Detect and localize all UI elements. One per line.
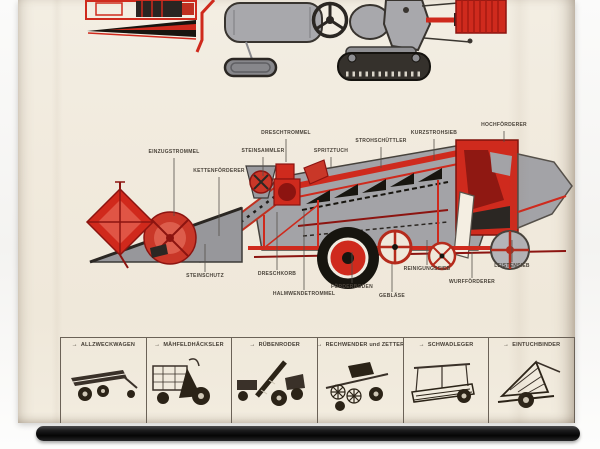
diagram-label-kurzstrohsieb: KURZSTROHSIEB [410,130,458,136]
diagram-label-halmwendetrommel: HALMWENDETROMMEL [272,291,336,297]
grain-tank [455,0,507,34]
panel-thumbnail-chopper [152,358,210,405]
jump-arrow-icon: → [71,341,78,348]
panel-label: → ALLZWECKWAGEN [72,338,135,351]
panel-thumbnail-swather [411,363,475,403]
reel [85,181,155,269]
jump-arrow-icon: → [503,341,510,348]
panel-label-text: SCHWADLEGER [427,341,474,348]
fan-wheel [377,229,413,265]
panel-label: → MÄHFELDHÄCKSLER [154,338,224,351]
top-view-illustration [85,0,507,81]
diagram-label-dreschtrommel: DRESCHTROMMEL [261,130,311,136]
diagram-label-foerderboden: FÖRDERBODEN [331,284,373,290]
panel-label: → SCHWADLEGER [419,338,474,351]
main-wheel [317,227,379,289]
machine-diagram-artwork [85,0,573,292]
hanging-rod [36,426,580,441]
diagram-label-strohschuettler: STROHSCHÜTTLER [355,138,407,144]
diagram-label-hochfoerderer: HOCHFÖRDERER [481,122,527,128]
panel-label-text: RECHWENDER und ZETTER [325,341,404,348]
steering-wheel [311,1,349,39]
strip-panel-allzweckwagen: → ALLZWECKWAGEN [61,338,147,423]
panel-thumbnail-wagon [71,370,138,401]
side-view-illustration [85,139,573,289]
diagram-label-steinsammler: STEINSAMMLER [241,148,285,154]
strip-panel-feldhaecksler: → MÄHFELDHÄCKSLER [147,338,233,423]
panel-label-text: EINTUCHBINDER [512,341,561,348]
diagram-label-reinigungssieb: REINIGUNGSSIEB [403,266,451,272]
panel-label-text: ALLZWECKWAGEN [80,341,136,348]
strip-panel-ruebenroder: → RÜBENRODER [232,338,319,423]
panel-thumbnail-tedder [326,362,389,411]
diagram-label-einzugstrommel: EINZUGSTROMMEL [148,149,200,155]
diagram-label-leistensieb: LEISTENSIEB [494,263,530,269]
panel-label-text: RÜBENRODER [258,341,300,348]
panel-thumbnail-beet-lifter [236,360,305,406]
jump-arrow-icon: → [154,341,161,348]
wall-chart-poster: EINZUGSTROMMEL KETTENFÖRDERER STEINSAMML… [18,0,576,423]
panel-label: → RÜBENRODER [249,338,300,351]
jump-arrow-icon: → [249,341,256,348]
diagram-label-geblaese: GEBLÄSE [379,293,405,299]
diagram-label-steinschutz: STEINSCHUTZ [186,273,224,279]
diagram-label-kettenfoerderer: KETTENFÖRDERER [193,168,245,174]
panel-label: → RECHWENDER und ZETTER [318,338,404,351]
crawler-track [337,46,431,81]
diagram-label-wurffoerderer: WURFFÖRDERER [448,279,496,285]
machine-strip: → ALLZWECKWAGEN → MÄHFELDHÄCKSLER [60,337,576,423]
jump-arrow-icon: → [418,341,425,348]
strip-panel-schwadleger: → SCHWADLEGER [404,338,490,423]
straw-walker-teeth [301,168,449,211]
panel-label: → EINTUCHBINDER [503,338,560,351]
rear-wheel [490,230,530,270]
strip-panel-eintuchbinder: → EINTUCHBINDER [489,338,576,423]
diagram-label-spritztuch: SPRITZTUCH [313,148,349,154]
jump-arrow-icon: → [318,342,323,348]
strip-panel-rechwender: → RECHWENDER und ZETTER [318,338,404,423]
thrower-wheel [427,241,457,271]
leader-lines [173,131,513,292]
diagram-label-dreschkorb: DRESCHKORB [257,271,297,277]
panel-label-text: MÄHFELDHÄCKSLER [163,341,224,348]
panel-thumbnail-binder [497,360,560,408]
